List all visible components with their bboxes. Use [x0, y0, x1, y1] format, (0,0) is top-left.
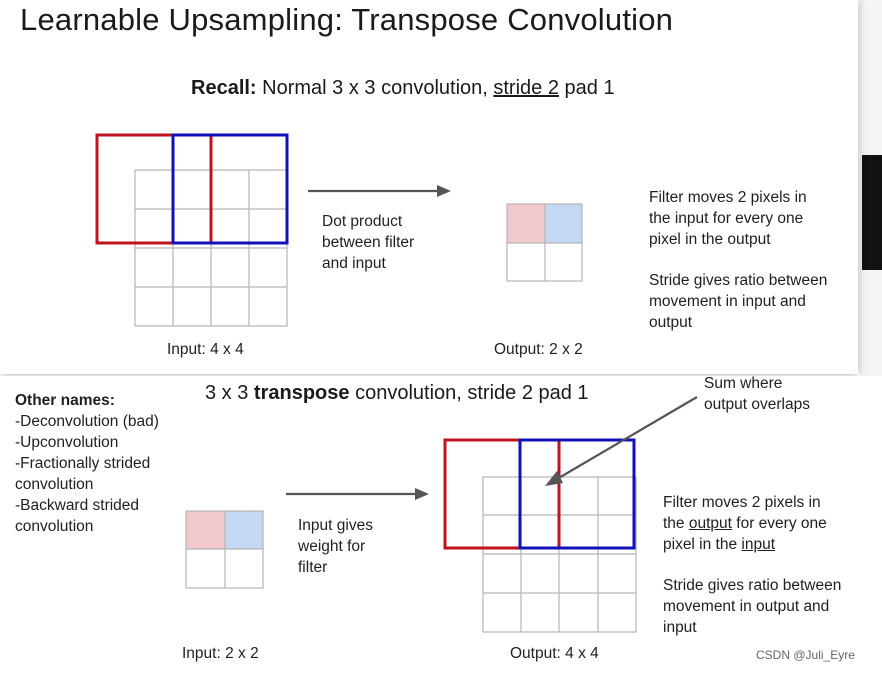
other-names-list: Other names: -Deconvolution (bad) -Upcon…	[15, 392, 159, 535]
watermark: CSDN @Juli_Eyre	[756, 648, 855, 662]
filter-output-note: Filter moves 2 pixels in the output for …	[663, 494, 827, 553]
transpose-word: transpose	[253, 382, 350, 404]
input-grid-4x4	[95, 133, 289, 327]
filter-position-1	[95, 133, 213, 245]
side-panel-strip	[862, 155, 882, 270]
slide-normal-convolution: Learnable Upsampling: Transpose Convolut…	[20, 2, 828, 358]
filter-position-2	[171, 133, 289, 245]
slide-transpose-convolution: 3 x 3 transpose convolution, stride 2 pa…	[0, 375, 882, 673]
output-grid-2x2	[506, 203, 583, 282]
input-cell-red	[186, 511, 225, 549]
stride-ratio-note: Stride gives ratio between movement in i…	[649, 272, 828, 331]
other-names-title: Other names:	[15, 392, 115, 409]
input-cell-blue	[225, 511, 263, 549]
dot-product-label: Dot product between filter and input	[322, 213, 415, 272]
subtitle-stride: stride 2	[493, 77, 559, 99]
output-cell-red	[507, 204, 545, 243]
slide-title: Learnable Upsampling: Transpose Convolut…	[20, 2, 674, 37]
slide-subtitle: Recall: Normal 3 x 3 convolution, stride…	[191, 77, 615, 100]
filter-output-2	[518, 438, 636, 550]
filter-output-1	[443, 438, 561, 550]
stride-ratio-note-2: Stride gives ratio between movement in o…	[663, 577, 842, 636]
output-caption: Output: 2 x 2	[494, 341, 583, 358]
input-caption: Input: 4 x 4	[167, 341, 244, 358]
arrow-right-icon	[308, 185, 451, 197]
output-grid-4x4	[443, 438, 637, 633]
sum-overlap-label: Sum where output overlaps	[704, 375, 810, 413]
output-caption-2: Output: 4 x 4	[510, 645, 599, 662]
filter-movement-note: Filter moves 2 pixels in the input for e…	[649, 189, 807, 248]
recall-label: Recall:	[191, 77, 257, 99]
input-caption-2: Input: 2 x 2	[182, 645, 259, 662]
input-weight-label: Input gives weight for filter	[298, 517, 373, 576]
subtitle-text: Normal 3 x 3 convolution,	[256, 77, 494, 99]
arrow-right-icon-2	[286, 488, 429, 500]
output-cell-blue	[545, 204, 582, 243]
transpose-subtitle: 3 x 3 transpose convolution, stride 2 pa…	[205, 382, 589, 404]
input-grid-2x2	[185, 510, 264, 589]
overlap-arrow-icon	[545, 396, 698, 486]
subtitle-pad: pad 1	[558, 77, 615, 99]
